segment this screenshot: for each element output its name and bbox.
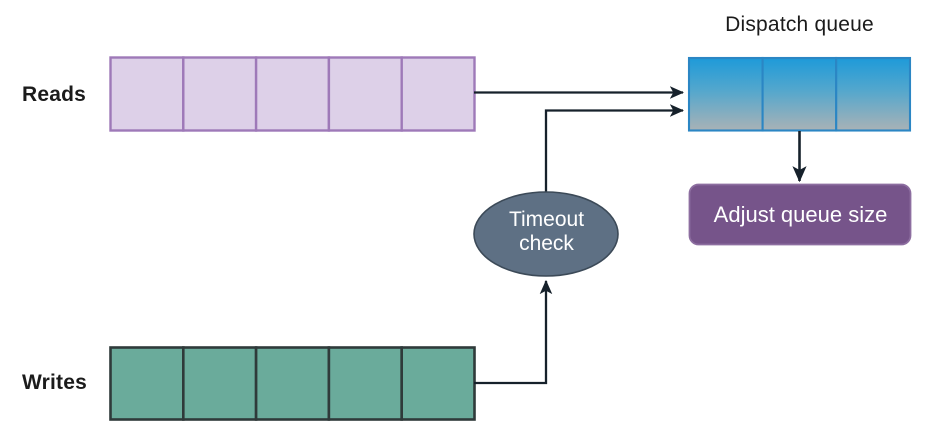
- reads-label: Reads: [22, 83, 87, 106]
- edge-writes-to-timeout: [474, 279, 553, 385]
- reads-queue-cell: [400, 56, 476, 132]
- reads-queue-cell: [254, 56, 331, 132]
- edge-timeout-to-dispatch: [544, 104, 685, 192]
- dispatch-queue-cell: [761, 56, 838, 132]
- writes-queue-cell: [254, 346, 331, 421]
- dispatch-queue-cell: [687, 56, 764, 132]
- adjust-queue-size-node: [688, 183, 912, 246]
- reads-queue-cell: [327, 56, 403, 132]
- writes-label: Writes: [22, 371, 87, 394]
- reads-queue-cell: [182, 56, 258, 132]
- writes-queue-cell: [109, 346, 185, 421]
- dispatch-queue-title: Dispatch queue: [725, 13, 874, 36]
- writes-queue: [109, 346, 476, 421]
- reads-queue: [109, 56, 476, 132]
- dispatch-queue: [687, 56, 912, 132]
- dispatch-queue-cell: [835, 56, 912, 132]
- writes-queue-cell: [400, 346, 476, 421]
- writes-queue-cell: [327, 346, 403, 421]
- writes-queue-cell: [182, 346, 258, 421]
- timeout-check-node: [473, 191, 619, 277]
- reads-queue-cell: [109, 56, 185, 132]
